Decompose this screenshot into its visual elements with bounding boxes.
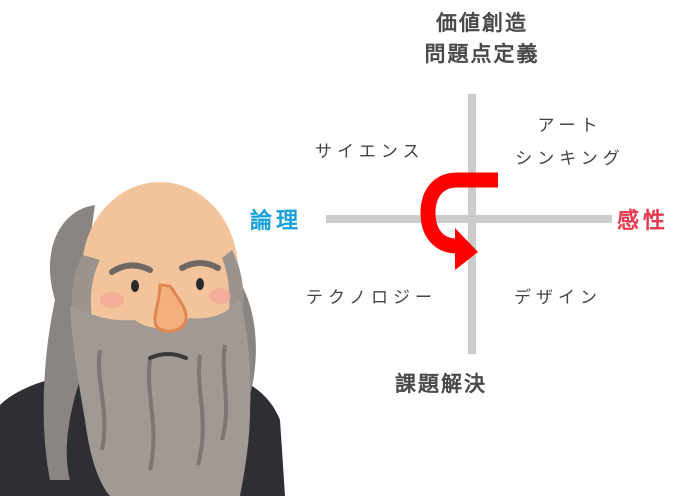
quadrant-top-left: サイエンス	[315, 142, 425, 162]
quadrant-top-right-line2: シンキング	[515, 149, 625, 169]
axis-bottom-label: 課題解決	[395, 372, 487, 396]
axis-top-line2: 問題点定義	[424, 42, 540, 66]
axis-left-label: 論理	[250, 209, 303, 234]
quadrant-top-right-line1: アート	[537, 116, 603, 136]
quadrant-top-right: アート シンキング	[495, 110, 645, 176]
horizontal-axis	[326, 215, 612, 223]
axis-top-line1: 価値創造	[436, 11, 528, 35]
quadrant-bottom-right: デザイン	[514, 288, 602, 308]
axis-top-label: 価値創造 問題点定義	[392, 8, 572, 70]
quadrant-bottom-left: テクノロジー	[306, 288, 437, 308]
axis-right-label: 感性	[617, 209, 670, 234]
vertical-axis	[468, 94, 476, 354]
bearded-old-man-illustration	[0, 182, 285, 496]
curved-arrow-icon	[420, 172, 498, 270]
